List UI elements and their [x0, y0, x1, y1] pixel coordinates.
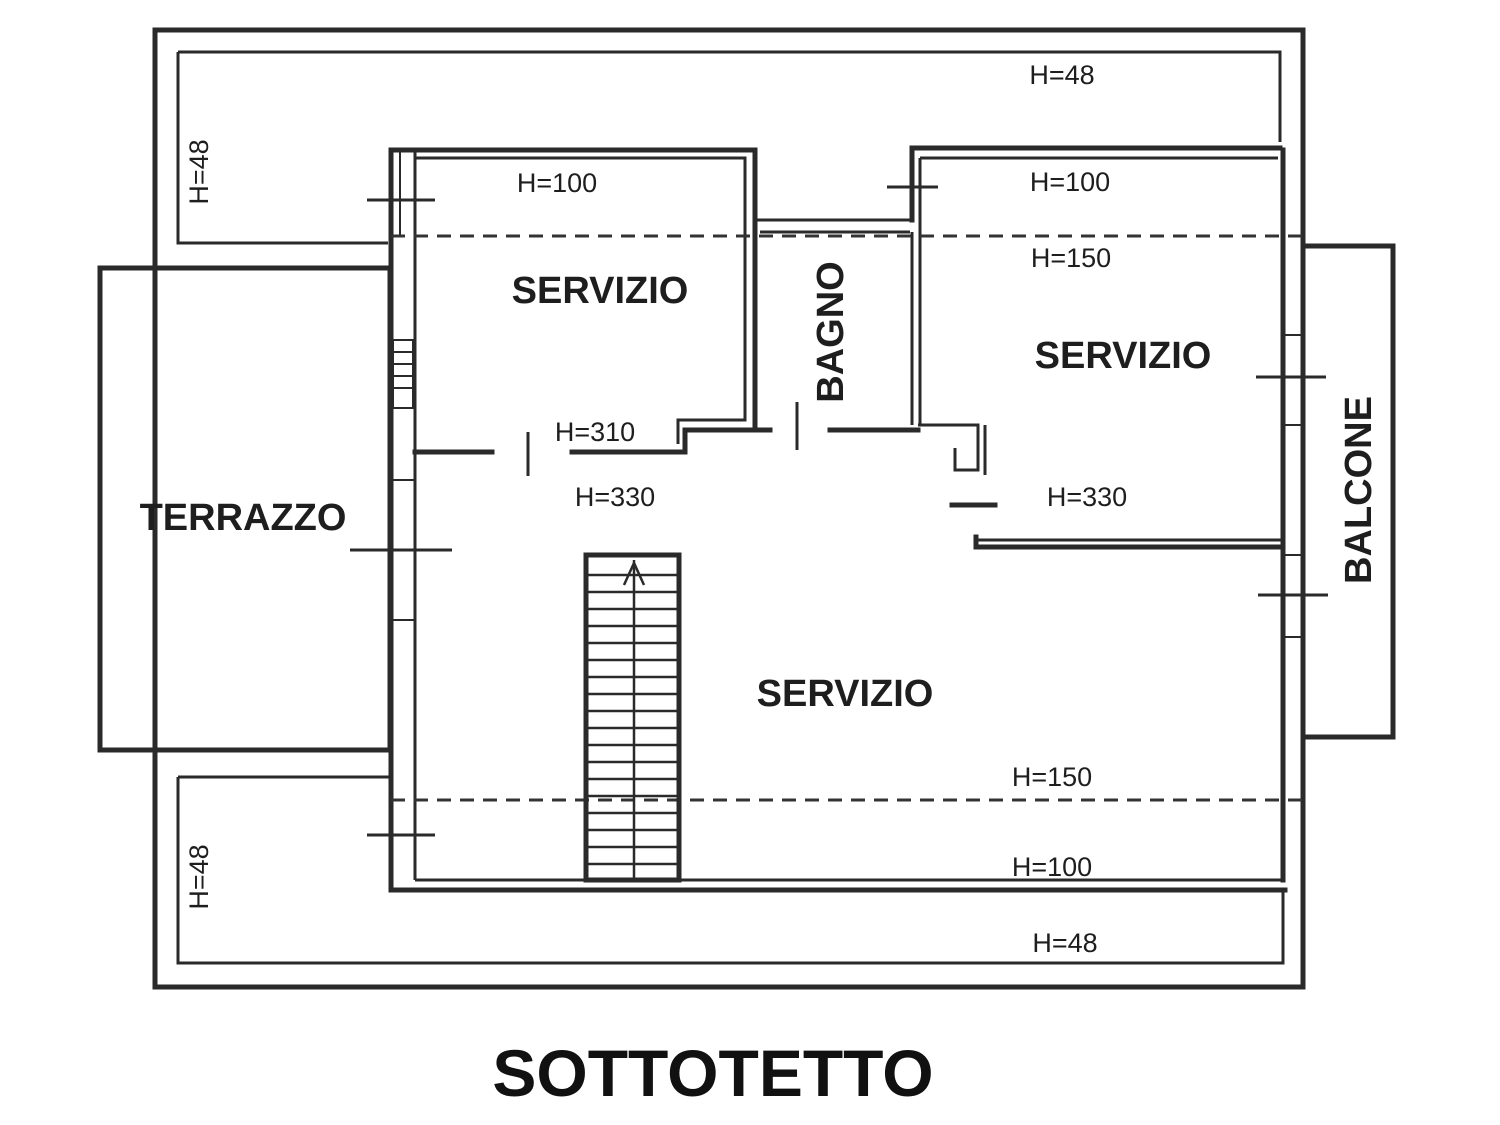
staircase: [583, 552, 682, 883]
height-label-upper-dashed: H=150: [1031, 243, 1111, 273]
height-label-lower-dashed: H=150: [1012, 762, 1092, 792]
height-label-bottom-wall: H=100: [1012, 852, 1092, 882]
arrow-up-icon: [622, 559, 646, 586]
height-label-corridor-right: H=330: [1047, 482, 1127, 512]
room-label-balcone: BALCONE: [1338, 396, 1380, 584]
room-label-servizio-top-left: SERVIZIO: [512, 270, 689, 312]
height-label-bottom-outer: H=48: [1032, 928, 1097, 958]
room-label-bagno: BAGNO: [810, 261, 852, 402]
interior-walls: [388, 145, 1305, 893]
plan-title: SOTTOTETTO: [492, 1036, 933, 1110]
room-label-servizio-main: SERVIZIO: [757, 673, 934, 715]
room-label-terrazzo: TERRAZZO: [140, 497, 347, 539]
height-label-servizio-left-top: H=100: [517, 168, 597, 198]
height-label-servizio-left-inner: H=310: [555, 417, 635, 447]
balcone-area: [1302, 243, 1396, 740]
height-label-corridor-left: H=330: [575, 482, 655, 512]
height-label-left-bottom-outer: H=48: [184, 844, 214, 909]
height-label-top-outer: H=48: [1029, 60, 1094, 90]
room-label-servizio-top-right: SERVIZIO: [1035, 335, 1212, 377]
height-label-servizio-right-top: H=100: [1030, 167, 1110, 197]
opening-markers: [350, 150, 1328, 837]
height-label-left-top-outer: H=48: [184, 139, 214, 204]
